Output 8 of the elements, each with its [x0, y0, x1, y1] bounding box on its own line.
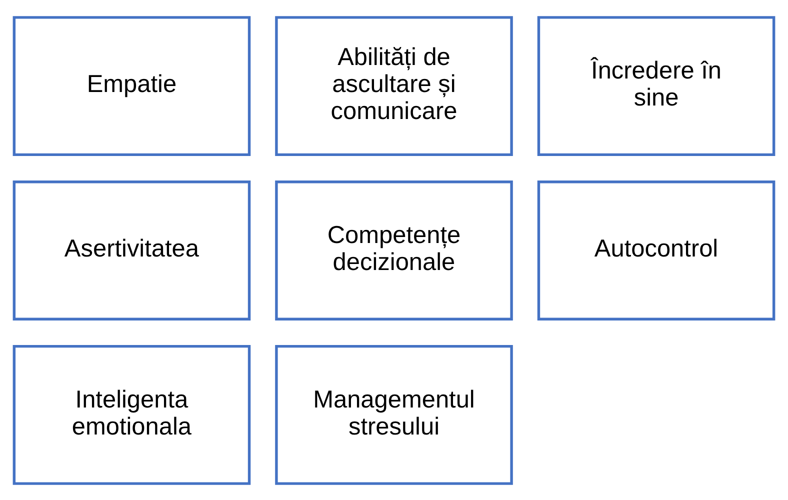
node-box: Autocontrol	[537, 180, 776, 320]
node-box: Abilități de ascultare și comunicare	[275, 16, 513, 156]
node-box: Asertivitatea	[12, 180, 251, 320]
node-box: Încredere în sine	[537, 16, 776, 156]
node-box: Empatie	[12, 16, 251, 156]
node-box: Managementul stresului	[275, 344, 513, 484]
node-box: Inteligenta emotionala	[12, 344, 251, 484]
node-box: Competențe decizionale	[275, 180, 513, 320]
